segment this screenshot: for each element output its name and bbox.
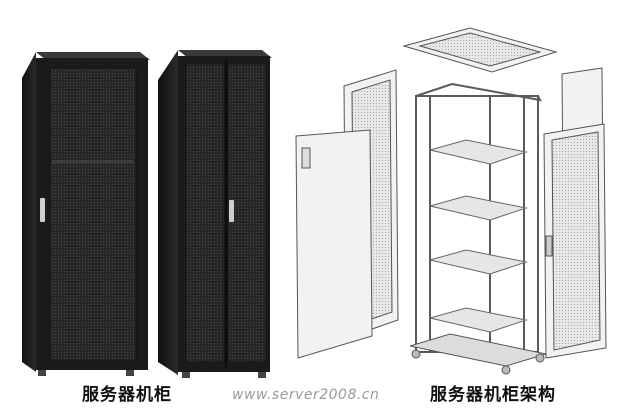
- door-handle: [40, 198, 45, 222]
- door-handle: [229, 200, 234, 222]
- caption-cabinet-structure: 服务器机柜架构: [430, 385, 556, 405]
- exploded-rack-diagram: [295, 27, 607, 375]
- rack-shelves: [429, 139, 528, 333]
- cabinet-single-door: [22, 52, 150, 376]
- rack-frame: [415, 82, 542, 353]
- watermark-text: www.server2008.cn: [232, 387, 380, 403]
- front-door-right: [543, 123, 607, 359]
- caption-server-cabinet: 服务器机柜: [82, 385, 172, 405]
- top-cover-panel: [402, 27, 558, 73]
- front-door-left: [295, 129, 373, 359]
- cabinet-double-door: [158, 50, 272, 378]
